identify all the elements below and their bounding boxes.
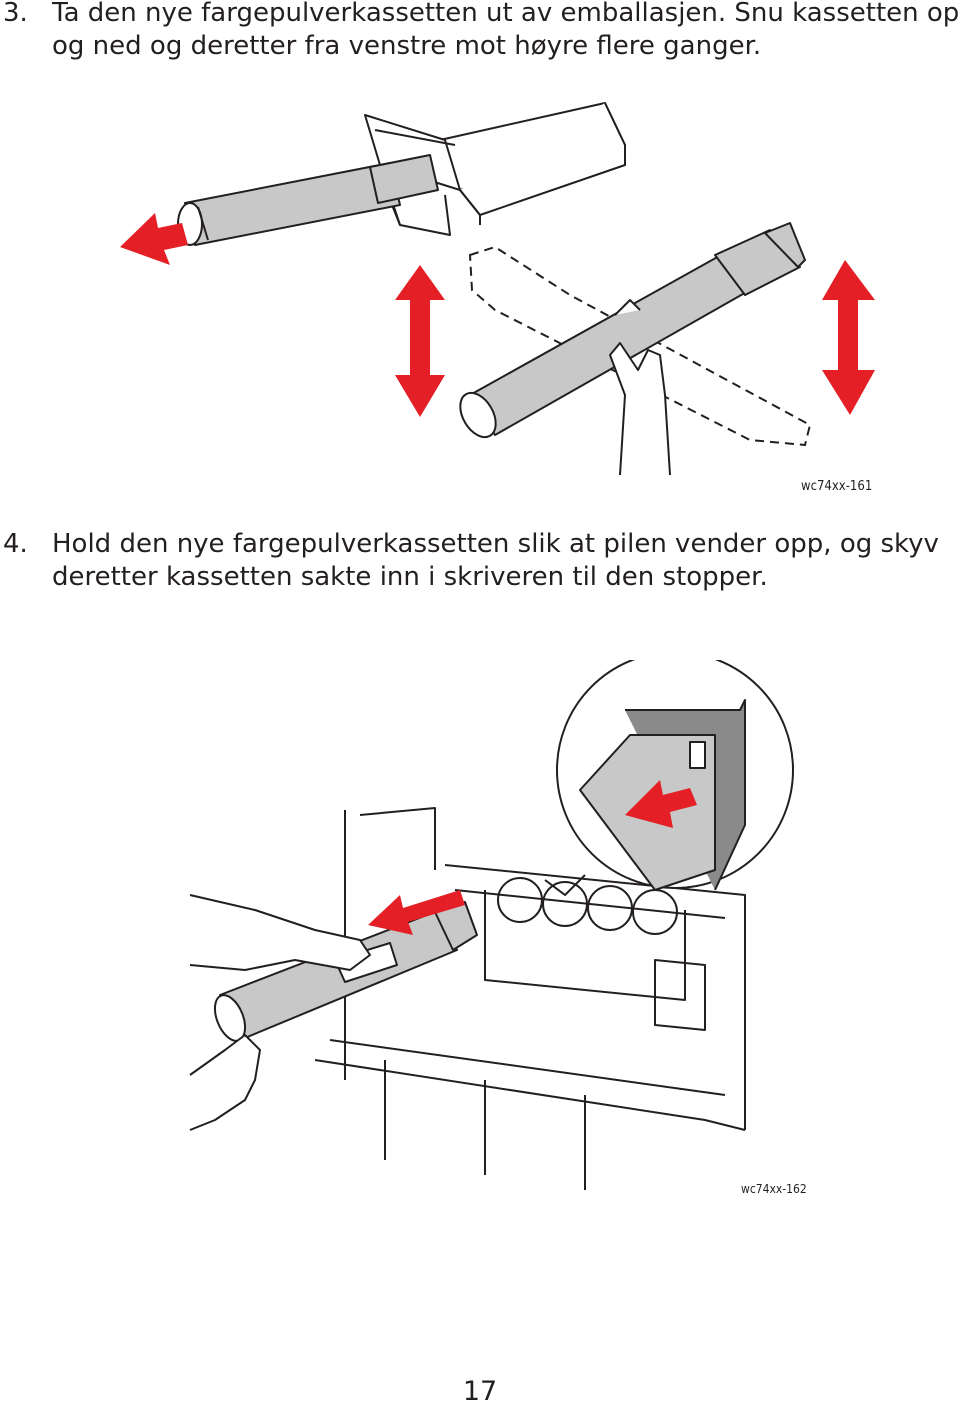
step-number: 3. [3, 0, 28, 28]
step-number: 4. [3, 529, 28, 559]
figure-id-label: wc74xx-161 [801, 479, 873, 494]
toner-cartridge [177, 154, 439, 246]
step-4: 4. Hold den nye fargepulverkassetten sli… [0, 528, 960, 598]
detail-magnifier [544, 660, 794, 896]
pull-arrow-icon [120, 213, 188, 265]
toner-cartridge-rotated [459, 222, 806, 439]
step-text: Ta den nye fargepulverkassetten ut av em… [52, 0, 960, 63]
cartridge-previous-position-outline [468, 245, 812, 447]
step-text-line: og ned og deretter fra venstre mot høyre… [52, 31, 762, 61]
page-number: 17 [462, 1376, 498, 1407]
rotate-arrow-right-icon [822, 260, 875, 415]
hand-icon [609, 299, 671, 476]
step-3: 3. Ta den nye fargepulverkassetten ut av… [0, 0, 960, 67]
step-text-line: deretter kassetten sakte inn i skriveren… [52, 562, 768, 592]
toner-shake-illustration [120, 102, 875, 476]
step-text: Hold den nye fargepulverkassetten slik a… [52, 528, 939, 594]
toner-cartridge [213, 901, 478, 1042]
toner-insert-illustration [189, 660, 794, 1190]
arrow-up-indicator-icon [625, 780, 697, 828]
step-text-line: Ta den nye fargepulverkassetten ut av em… [52, 0, 960, 28]
toner-slots [497, 877, 678, 935]
step-text-line: Hold den nye fargepulverkassetten slik a… [52, 529, 939, 559]
insert-arrow-icon [368, 890, 465, 935]
printer-front [314, 807, 746, 1190]
figure-id-label: wc74xx-162 [741, 1182, 807, 1196]
hands-icon [189, 894, 371, 1131]
rotate-arrow-left-icon [395, 265, 445, 417]
